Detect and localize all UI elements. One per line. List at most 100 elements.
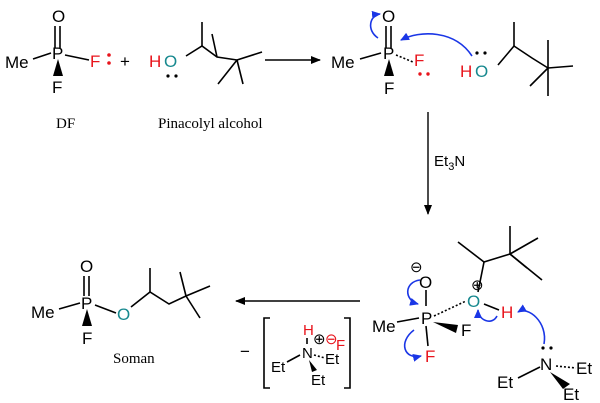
atom-f: F bbox=[384, 79, 394, 98]
wedge-bond bbox=[53, 59, 63, 76]
atom-me: Me bbox=[331, 53, 355, 72]
negative-charge: ⊖ bbox=[410, 259, 423, 276]
tbutyl-bond bbox=[236, 59, 244, 85]
curved-arrow-deprotonation bbox=[517, 304, 546, 345]
negative-charge: ⊖ bbox=[325, 331, 338, 348]
carbon-chain bbox=[130, 291, 187, 308]
atom-o: O bbox=[382, 7, 395, 26]
atom-et: Et bbox=[563, 385, 579, 403]
atom-et: Et bbox=[497, 373, 513, 392]
atom-h: H bbox=[149, 52, 161, 71]
n-et-hash-bond bbox=[555, 365, 577, 369]
me-p-bond bbox=[359, 52, 382, 60]
atom-h: H bbox=[460, 62, 472, 81]
lone-pair-dot bbox=[166, 74, 170, 78]
tbutyl-bond bbox=[185, 285, 211, 297]
lone-pair-dot bbox=[483, 51, 487, 55]
lone-pair-dot bbox=[174, 74, 178, 78]
lone-pair-dot bbox=[107, 53, 111, 57]
df-molecule: O P Me F F bbox=[5, 7, 111, 97]
lone-pair-dot bbox=[426, 72, 430, 76]
n-et-bond bbox=[286, 354, 301, 363]
soman-molecule: O P Me F O bbox=[31, 257, 211, 348]
curved-arrow-po bbox=[369, 10, 381, 39]
atom-o: O bbox=[419, 273, 432, 292]
atom-f-red: F bbox=[425, 347, 435, 366]
atom-f-red: F bbox=[414, 51, 424, 70]
tbutyl-bond bbox=[236, 51, 263, 61]
n-et-bond bbox=[517, 366, 541, 379]
positive-charge: ⊕ bbox=[471, 277, 484, 294]
atom-o-teal: O bbox=[475, 62, 488, 81]
atom-o-teal: O bbox=[164, 52, 177, 71]
atom-h: H bbox=[501, 303, 513, 322]
p-f-bond-hash bbox=[395, 54, 414, 63]
o-h-bond bbox=[483, 303, 500, 311]
atom-f: F bbox=[461, 321, 471, 340]
minus-sign: − bbox=[240, 342, 250, 361]
right-bracket bbox=[344, 317, 351, 389]
n-et-hash-bond bbox=[313, 354, 326, 359]
atom-p: P bbox=[52, 44, 63, 63]
reagent-et3n: Et3N bbox=[434, 153, 465, 173]
wedge-bond bbox=[384, 59, 394, 76]
carbon-chain bbox=[497, 44, 549, 69]
tbutyl-bond bbox=[509, 253, 543, 281]
p-o-hash-bond bbox=[433, 300, 467, 317]
wedge-bond bbox=[433, 322, 458, 333]
atom-et: Et bbox=[311, 372, 326, 389]
lone-pair-dot bbox=[107, 61, 111, 65]
atom-et: Et bbox=[576, 359, 592, 378]
atom-p: P bbox=[383, 44, 394, 63]
lone-pair-dot bbox=[541, 346, 545, 350]
atom-et: Et bbox=[271, 359, 286, 376]
curved-arrow-f-leave bbox=[403, 329, 422, 362]
atom-me: Me bbox=[5, 53, 29, 72]
caption-pinacolyl: Pinacolyl alcohol bbox=[158, 116, 263, 132]
tbutyl-bond bbox=[211, 33, 218, 58]
pinacolyl-alcohol-molecule: H O bbox=[149, 22, 263, 85]
caption-soman: Soman bbox=[113, 351, 155, 367]
tbutyl-bond bbox=[179, 271, 187, 297]
atom-o: O bbox=[80, 257, 93, 276]
tbutyl-bond bbox=[509, 237, 539, 255]
p-o-bond bbox=[94, 304, 117, 314]
atom-h: H bbox=[303, 322, 314, 339]
wedge-bond bbox=[309, 360, 317, 372]
tbutyl-bond bbox=[547, 65, 574, 69]
atom-o: O bbox=[52, 7, 65, 26]
positive-charge: ⊕ bbox=[313, 331, 326, 348]
atom-o-teal: O bbox=[117, 305, 130, 324]
carbon-chain bbox=[477, 253, 528, 293]
wedge-bond bbox=[82, 309, 92, 326]
atom-me: Me bbox=[372, 317, 396, 336]
atom-me: Me bbox=[31, 303, 55, 322]
atom-o-teal: O bbox=[467, 292, 480, 311]
caption-df: DF bbox=[56, 116, 75, 132]
tbutyl-bond bbox=[185, 295, 201, 319]
byproduct-bracket: − H N ⊕ ⊖ F Et Et Et bbox=[240, 317, 351, 389]
atom-p: P bbox=[81, 294, 92, 313]
nucleophilic-attack-complex: O P Me F F H O bbox=[331, 7, 574, 98]
me-p-bond bbox=[32, 52, 52, 60]
atom-f-red: F bbox=[336, 337, 345, 354]
atom-f-red: F bbox=[90, 52, 100, 71]
p-f-bond bbox=[425, 325, 429, 347]
lone-pair-dot bbox=[418, 72, 422, 76]
me-p-bond bbox=[58, 302, 81, 310]
plus-sign: + bbox=[120, 52, 130, 71]
tbutyl-bond bbox=[217, 59, 238, 85]
atom-f: F bbox=[52, 78, 62, 97]
atom-p: P bbox=[421, 309, 432, 328]
atom-f: F bbox=[82, 329, 92, 348]
atom-et: Et bbox=[325, 351, 340, 368]
carbon-chain bbox=[185, 45, 238, 61]
atom-n: N bbox=[540, 355, 552, 374]
tbutyl-bond bbox=[529, 67, 549, 87]
curved-arrow-attack bbox=[400, 32, 473, 57]
curved-arrow-o-reform bbox=[406, 279, 421, 306]
wedge-bond bbox=[550, 372, 570, 389]
lone-pair-dot bbox=[475, 51, 479, 55]
me-p-bond bbox=[396, 317, 420, 323]
